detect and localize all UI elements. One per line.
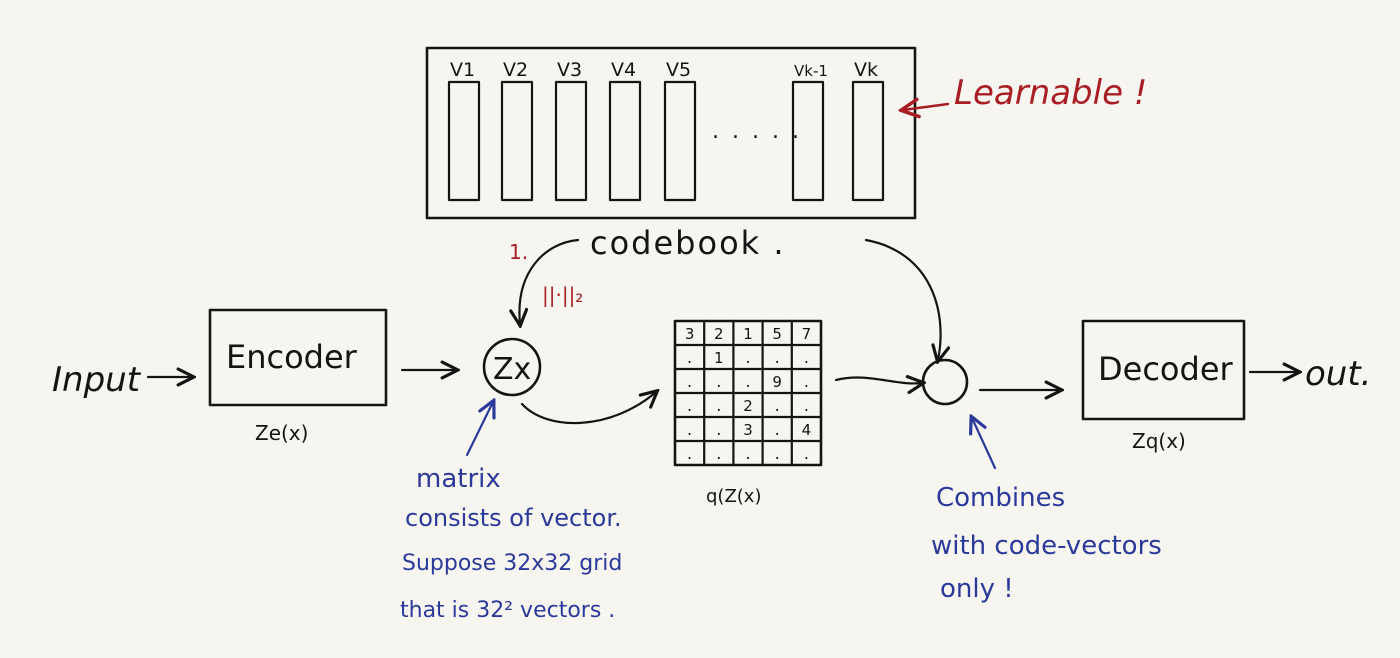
matrix-note-arrow [465,402,493,457]
codebook-to-combine-arrow [864,238,941,360]
codebook-vector-slot [554,80,588,202]
codebook-vector-slot [851,80,885,202]
grid-cell-value: . [716,444,721,463]
grid-cell-value: 5 [772,325,782,343]
learnable-arrow [903,104,950,110]
grid-cell-value: 1 [714,349,724,367]
grid-cell-value: . [775,348,780,367]
grid-cells: 3 2 1 5 7. 1...... 9... 2.... 3. 4..... [685,325,811,463]
latent-to-grid-arrow [520,392,656,425]
codebook-dots: . . . . . [712,119,802,144]
grid-cell-value: . [687,372,692,391]
encoder-box [208,308,388,407]
grid-cell-value: . [716,396,721,415]
combine-note-arrow [972,418,997,470]
grid-cell-value: 2 [743,397,753,415]
grid-cell-value: 4 [802,421,812,439]
input-label: Input [52,360,142,400]
codebook-vector-label: V5 [666,59,691,81]
grid-cell-value: 7 [802,325,812,343]
codebook-label: codebook . [590,224,786,262]
codebook-vector-slot [500,80,534,202]
combine-note-line: only ! [940,574,1014,604]
matrix-note-line: that is 32² vectors . [400,598,615,623]
grid-to-combine-arrow [834,377,922,383]
codebook-vector-label: V3 [557,59,582,81]
latent-node [482,337,542,397]
grid-cell-value: . [804,444,809,463]
quantized-label: q(Z(x) [706,486,761,507]
grid-cell-value: . [687,444,692,463]
matrix-note-line: consists of vector. [405,504,622,532]
codebook-frame [425,46,917,220]
grid-cell-value: . [775,420,780,439]
learnable-annotation: Learnable ! [903,73,1147,113]
step-1-label: 1. [509,240,528,264]
grid-cell-value: . [687,396,692,415]
grid-cell-value: . [804,372,809,391]
codebook-vector-label: V4 [611,59,636,81]
combine-note-line: with code-vectors [931,531,1162,561]
grid-cell-value: . [775,444,780,463]
codebook-vector-label: Vk-1 [794,62,828,80]
codebook-vector-slot [663,80,697,202]
grid-cell-value: . [804,348,809,367]
codebook: V1 V2 V3 V4 V5 Vk-1 Vk . . . . . [425,46,917,220]
grid-cell-value: 2 [714,325,724,343]
grid-cell-value: . [745,444,750,463]
grid-cell-value: 3 [743,421,753,439]
grid-cell-value: . [716,420,721,439]
matrix-note-line: matrix [416,464,501,494]
grid-cell-value: . [687,348,692,367]
codebook-vector-slot [791,80,825,202]
codebook-to-latent-arrow [519,238,580,324]
grid-cell-value: 1 [743,325,753,343]
codebook-vector-label: V1 [450,59,475,81]
grid-cell-value: . [716,372,721,391]
codebook-vector-label: V2 [503,59,528,81]
combine-node [921,358,969,406]
grid-cell-value: 3 [685,325,695,343]
encoder-label: Encoder [226,338,358,376]
codebook-vector-slot [608,80,642,202]
grid-cell-value: . [687,420,692,439]
codebook-vector-label: Vk [854,59,878,81]
codebook-vector-slot [447,80,481,202]
output-label: out. [1305,354,1372,394]
matrix-note-line: Suppose 32x32 grid [402,551,622,576]
learnable-note: Learnable ! [954,73,1147,113]
grid-cell-value: . [745,348,750,367]
latent-label: Zx [493,352,531,387]
grid-cell-value: . [745,372,750,391]
quantized-grid: 3 2 1 5 7. 1...... 9... 2.... 3. 4..... [673,319,823,467]
combine-note: Combines with code-vectors only ! [931,483,1162,604]
codebook-vectors: V1 V2 V3 V4 V5 Vk-1 Vk [447,59,885,202]
grid-cell-value: . [804,396,809,415]
matrix-note: matrix consists of vector. Suppose 32x32… [400,464,622,623]
grid-cell-value: 9 [772,373,782,391]
combine-note-line: Combines [936,483,1065,513]
grid-lines [673,319,823,467]
encoder-output-label: Ze(x) [255,421,308,445]
grid-cell-value: . [775,396,780,415]
decoder-input-label: Zq(x) [1132,429,1186,453]
decoder-label: Decoder [1098,350,1234,388]
decoder-box [1081,319,1246,421]
l2-norm-label: ||·||₂ [542,283,583,307]
